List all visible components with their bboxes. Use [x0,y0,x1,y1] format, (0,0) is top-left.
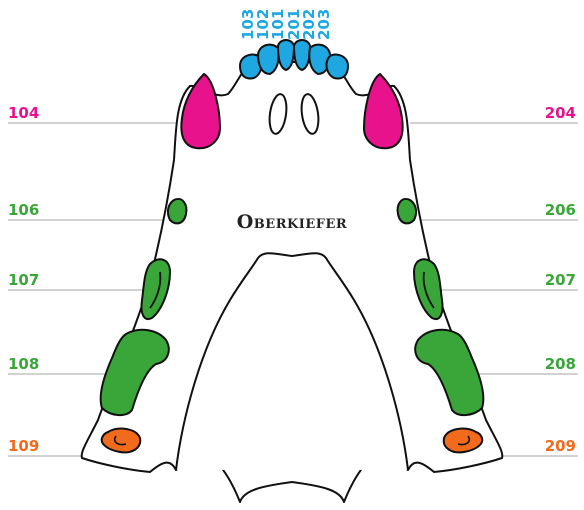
right-incisive-foramen [300,93,320,135]
tooth-201[interactable] [293,39,311,71]
tooth-206[interactable] [396,198,418,225]
label-108: 108 [8,355,39,373]
tooth-209-group [442,427,484,454]
tooth-107-groove [149,271,162,309]
tooth-109[interactable] [100,427,142,454]
tooth-108[interactable] [99,328,170,416]
tooth-107[interactable] [140,258,171,320]
label-109: 109 [8,437,39,455]
tooth-203[interactable] [325,53,349,80]
tooth-109-group [100,427,142,454]
jaw-title: Oberkiefer [237,211,347,233]
tooth-209[interactable] [442,427,484,454]
palate-arch [175,252,409,471]
tooth-109-groove [113,435,127,446]
label-106: 106 [8,201,39,219]
tooth-204[interactable] [363,73,404,150]
tooth-102[interactable] [257,43,280,75]
label-104: 104 [8,104,39,122]
leader-lines [8,122,578,457]
tooth-107-group [140,258,171,320]
incisors [239,39,349,80]
tooth-208[interactable] [414,328,485,416]
label-209: 209 [545,437,576,455]
tooth-104[interactable] [180,73,221,150]
label-204: 204 [545,104,576,122]
incisor-labels: 103 102 101 201 202 203 [239,9,333,40]
label-101: 101 [269,9,287,40]
tooth-209-groove [457,435,471,446]
label-103: 103 [239,9,257,40]
label-107: 107 [8,271,39,289]
label-206: 206 [545,201,576,219]
tooth-101[interactable] [277,39,295,71]
tooth-207-groove [422,271,435,309]
label-102: 102 [254,9,272,40]
label-203: 203 [315,9,333,40]
label-208: 208 [545,355,576,373]
label-207: 207 [545,271,576,289]
tooth-207-group [413,258,444,320]
tooth-207[interactable] [413,258,444,320]
label-202: 202 [300,9,318,40]
left-incisive-foramen [268,93,288,135]
tooth-106[interactable] [166,198,188,225]
label-201: 201 [285,9,303,40]
